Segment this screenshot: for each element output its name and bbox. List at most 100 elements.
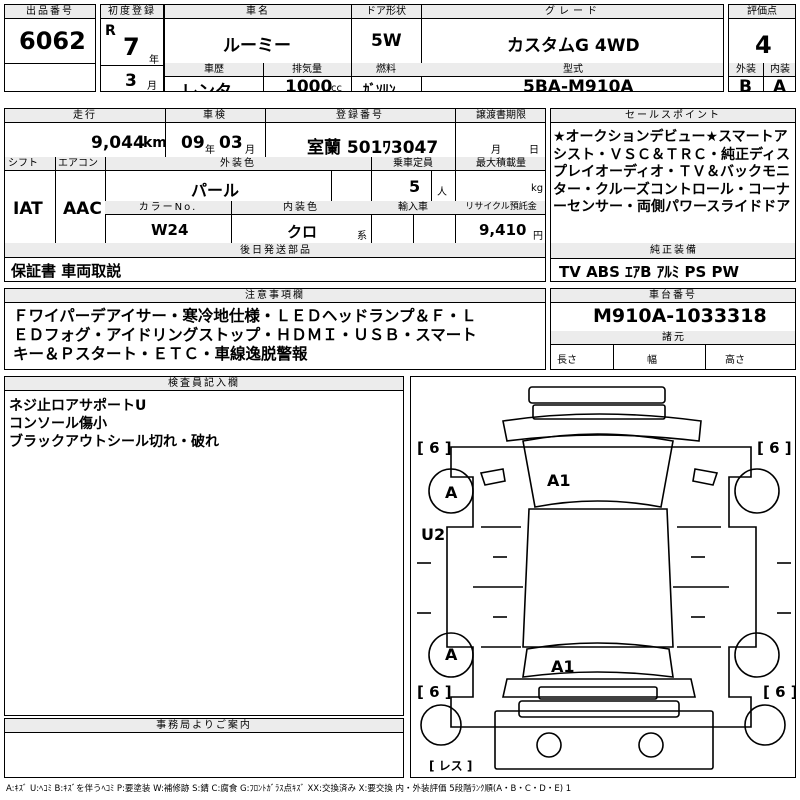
door-label: ドア形状 <box>351 5 421 19</box>
tire-depth-rear-right: [ 6 ] <box>763 683 796 701</box>
first-registration-box: 初度登録 R 7 年 3 月 <box>100 4 164 92</box>
displacement-unit: cc <box>331 83 342 92</box>
width-label: 幅 <box>647 355 657 366</box>
lot-number-box: 出品番号 6062 <box>4 4 96 92</box>
lot-number-label: 出品番号 <box>5 5 95 19</box>
inspector-note-2: コンソール傷小 <box>9 416 107 432</box>
notes-text: Ｆワイパーデアイサー・寒冷地仕様・ＬＥＤヘッドランプ＆Ｆ・ＬＥＤフォグ・アイドリ… <box>13 307 477 363</box>
notes-box: 注意事項欄 Ｆワイパーデアイサー・寒冷地仕様・ＬＥＤヘッドランプ＆Ｆ・ＬＥＤフォ… <box>4 288 546 370</box>
int-color: クロ <box>287 223 318 241</box>
office-notice-label: 事務局よりご案内 <box>5 719 403 733</box>
shift-label: シフト <box>5 157 55 171</box>
inspection-month: 03 <box>219 133 243 153</box>
inspector-notes-label: 検査員記入欄 <box>5 377 403 391</box>
tire-depth-rear-left: [ 6 ] <box>417 683 452 701</box>
genuine-equip-label: 純正装備 <box>551 243 795 259</box>
vehicle-main-box: 車名 ドア形状 グレード ルーミー 5W カスタムG 4WD 車歴 排気量 燃料… <box>164 4 724 92</box>
recycle-deposit: 9,410 <box>479 221 527 239</box>
damage-mark-windshield: A1 <box>547 471 571 490</box>
length-label: 長さ <box>557 355 577 366</box>
later-parts-label: 後日発送部品 <box>5 243 545 257</box>
aircon-type: AAC <box>63 199 102 219</box>
sales-point-text: ★オークションデビュー★スマートアシスト・ＶＳＣ＆ＴＲＣ・純正ディスプレイオーデ… <box>553 129 791 215</box>
chassis-box: 車台番号 M910A-1033318 諸元 長さ 幅 高さ <box>550 288 796 370</box>
genuine-equipment: TV ABS ｴｱB ｱﾙﾐ PS PW <box>559 263 740 281</box>
inspection-year: 09 <box>181 133 205 153</box>
plate-number: 室蘭 501ﾜ3047 <box>307 138 439 158</box>
color-no-label: カラーNo. <box>105 201 231 215</box>
notes-label: 注意事項欄 <box>5 289 545 303</box>
inspector-note-1: ネジ止ロアサポートU <box>9 398 147 414</box>
plate-label: 登録番号 <box>265 109 455 123</box>
model-label: 型式 <box>421 63 723 77</box>
era: R <box>105 23 116 39</box>
damage-mark-rear: A1 <box>551 657 575 676</box>
inspection-year-unit: 年 <box>205 145 215 156</box>
chassis-number: M910A-1033318 <box>593 305 767 327</box>
office-notice-box: 事務局よりご案内 <box>4 718 404 778</box>
sales-point-label: セールスポイント <box>551 109 795 123</box>
recycle-label: リサイクル預託金 <box>455 201 545 215</box>
displacement: 1000 <box>285 77 333 92</box>
dimensions-label: 諸元 <box>551 331 795 345</box>
legend: A:ｷｽﾞ U:ﾍｺﾐ B:ｷｽﾞを伴うﾍｺﾐ P:要塗装 W:補修跡 S:錆 … <box>6 784 572 794</box>
displacement-label: 排気量 <box>263 63 351 77</box>
damage-diagram: [ 6 ] [ 6 ] [ 6 ] [ 6 ] A A A1 A1 U2 [ レ… <box>410 376 796 778</box>
door-type: 5W <box>371 31 402 51</box>
tire-depth-front-left: [ 6 ] <box>417 439 452 457</box>
damage-mark-wheel-rear-left: A <box>445 645 458 664</box>
reg-month-unit: 月 <box>147 81 157 92</box>
fuel-label: 燃料 <box>351 63 421 77</box>
car-outline <box>417 386 791 770</box>
color-number: W24 <box>151 221 189 239</box>
later-parts: 保証書 車両取説 <box>11 262 122 280</box>
grade-label: グレード <box>421 5 723 19</box>
mileage: 9,044 <box>91 133 145 153</box>
ext-color-label: 外装色 <box>105 157 371 171</box>
transfer-month-unit: 月 <box>491 145 501 156</box>
exterior-grade: B <box>739 77 752 92</box>
sales-point-box: セールスポイント ★オークションデビュー★スマートアシスト・ＶＳＣ＆ＴＲＣ・純正… <box>550 108 796 282</box>
aircon-label: エアコン <box>55 157 105 171</box>
chassis-number-label: 車台番号 <box>551 289 795 303</box>
history: レンタ <box>181 82 232 92</box>
load-unit: kg <box>531 183 544 194</box>
int-color-unit: 系 <box>357 231 367 242</box>
score-label: 評価点 <box>729 5 795 19</box>
transfer-day-unit: 日 <box>529 145 539 156</box>
shift-type: IAT <box>13 199 43 219</box>
transfer-label: 譲渡書期限 <box>455 109 545 123</box>
damage-mark-wheel-front-left: A <box>445 483 458 502</box>
model-code: 5BA-M910A <box>523 77 634 92</box>
fuel: ｶﾞｿﾘﾝ <box>363 83 396 92</box>
import-label: 輸入車 <box>371 201 455 215</box>
height-label: 高さ <box>725 355 745 366</box>
score-box: 評価点 4 外装 内装 B A <box>728 4 796 92</box>
lot-number: 6062 <box>19 27 86 55</box>
inspector-notes-box: 検査員記入欄 ネジ止ロアサポートU コンソール傷小 ブラックアウトシール切れ・破… <box>4 376 404 716</box>
car-name: ルーミー <box>223 36 291 56</box>
capacity: 5 <box>409 177 421 196</box>
later-parts-box: 保証書 車両取説 <box>4 258 546 282</box>
capacity-unit: 人 <box>437 187 447 198</box>
interior-label: 内装 <box>763 63 795 77</box>
reg-year-unit: 年 <box>149 55 159 66</box>
details-box: 走行 車検 登録番号 譲渡書期限 9,044 km 09 年 03 月 室蘭 5… <box>4 108 546 258</box>
first-registration-label: 初度登録 <box>101 5 163 19</box>
inspector-note-3: ブラックアウトシール切れ・破れ <box>9 434 219 450</box>
mileage-unit: km <box>143 135 167 151</box>
tire-depth-front-right: [ 6 ] <box>757 439 792 457</box>
less-mark: [ レス ] <box>429 759 473 773</box>
score: 4 <box>755 31 772 59</box>
reg-month: 3 <box>125 71 137 91</box>
mileage-label: 走行 <box>5 109 165 123</box>
recycle-unit: 円 <box>533 231 543 242</box>
interior-grade: A <box>773 77 787 92</box>
inspection-label: 車検 <box>165 109 265 123</box>
exterior-label: 外装 <box>729 63 763 77</box>
damage-mark-left-side: U2 <box>421 525 446 544</box>
ext-color: パール <box>191 181 240 200</box>
reg-year: 7 <box>123 33 140 61</box>
inspection-month-unit: 月 <box>245 145 255 156</box>
car-name-label: 車名 <box>165 5 351 19</box>
